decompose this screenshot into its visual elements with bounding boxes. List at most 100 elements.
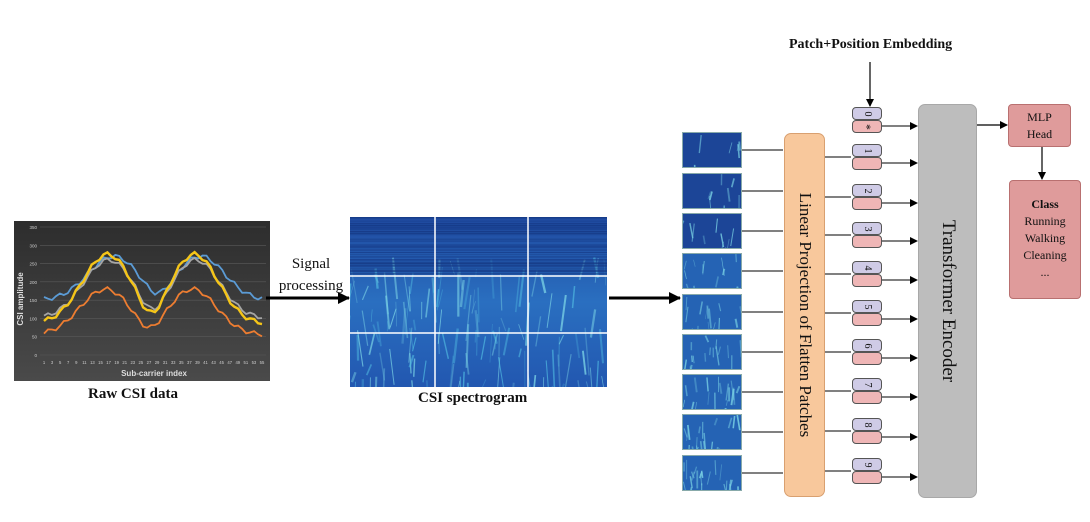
x-tick-label: 55 <box>260 360 265 365</box>
head-line: Head <box>1026 127 1053 141</box>
processing-line: processing <box>278 278 344 294</box>
class-token: * <box>852 120 882 133</box>
position-embedding-token: 8 <box>852 418 882 431</box>
position-index-label: 5 <box>862 304 873 309</box>
linear-projection-label: Linear Projection of Flatten Patches <box>795 192 815 438</box>
position-embedding-token: 9 <box>852 458 882 471</box>
patch-embedding-token <box>852 157 882 170</box>
spectrogram-patch <box>682 294 744 343</box>
x-tick-label: 53 <box>252 360 257 365</box>
y-axis-label: CSI amplitude <box>16 272 25 326</box>
position-index-label: 7 <box>862 382 873 387</box>
spectrogram-patch <box>682 455 742 506</box>
chart-grid <box>40 226 266 356</box>
y-tick-label: 150 <box>29 298 37 303</box>
signal-processing-label: Signal processing <box>266 253 356 297</box>
class-item: Running <box>1024 214 1066 228</box>
csi-waveform-line <box>43 285 263 338</box>
patch-embedding-token <box>852 235 882 248</box>
patch-embedding-token <box>852 274 882 287</box>
csi-spectrogram <box>350 217 607 387</box>
position-embedding-token: 6 <box>852 339 882 352</box>
linear-projection-box: Linear Projection of Flatten Patches <box>784 133 825 497</box>
x-axis-label: Sub-carrier index <box>121 369 187 378</box>
patch-embedding-token <box>852 391 882 404</box>
position-index-label: 2 <box>862 188 873 193</box>
x-tick-label: 43 <box>211 360 216 365</box>
position-embedding-token: 0 <box>852 107 882 120</box>
y-tick-label: 350 <box>29 225 37 230</box>
x-tick-label: 35 <box>179 360 184 365</box>
position-index-label: 4 <box>862 265 873 270</box>
chart-series <box>43 250 263 338</box>
embedding-label: Patch+Position Embedding <box>789 37 953 52</box>
patch-embedding-token <box>852 352 882 365</box>
position-embedding-token: 1 <box>852 144 882 157</box>
x-tick-label: 47 <box>227 360 232 365</box>
x-tick-label: 11 <box>82 360 87 365</box>
row-connectors <box>742 122 918 481</box>
x-tick-label: 39 <box>195 360 200 365</box>
y-tick-label: 250 <box>29 262 37 267</box>
raw-csi-caption: Raw CSI data <box>88 386 179 402</box>
x-tick-label: 3 <box>51 360 54 365</box>
spectrogram-patch <box>682 173 742 215</box>
position-embedding-token: 5 <box>852 300 882 313</box>
class-box: Class Running Walking Cleaning ... <box>1009 180 1081 299</box>
patch-embedding-token <box>852 471 882 484</box>
position-embedding-token: 3 <box>852 222 882 235</box>
mlp-line: MLP <box>1027 110 1052 124</box>
x-tick-label: 25 <box>139 360 144 365</box>
position-embedding-token: 2 <box>852 184 882 197</box>
y-tick-label: 100 <box>29 316 37 321</box>
x-tick-label: 13 <box>90 360 95 365</box>
x-tick-label: 21 <box>122 360 127 365</box>
mlp-head-box: MLP Head <box>1008 104 1071 147</box>
x-tick-label: 49 <box>235 360 240 365</box>
y-tick-label: 300 <box>29 243 37 248</box>
position-embedding-token: 7 <box>852 378 882 391</box>
x-tick-label: 23 <box>130 360 135 365</box>
transformer-encoder-label: Transformer Encoder <box>937 219 959 383</box>
patch-embedding-token <box>852 197 882 210</box>
spectrogram-patch <box>682 132 742 182</box>
position-index-label: 1 <box>862 148 873 153</box>
x-tick-label: 17 <box>106 360 111 365</box>
spectrogram-patch <box>679 213 742 263</box>
patch-embedding-token <box>852 313 882 326</box>
spectrogram-patch <box>682 253 742 304</box>
patch-embedding-token <box>852 431 882 444</box>
position-index-label: 6 <box>862 343 873 348</box>
spectrogram-caption: CSI spectrogram <box>418 390 528 406</box>
x-tick-label: 1 <box>43 360 46 365</box>
class-title: Class <box>1031 197 1059 211</box>
x-tick-label: 15 <box>98 360 103 365</box>
position-index-label: 8 <box>862 422 873 427</box>
position-index-label: 9 <box>862 462 873 467</box>
spectrogram-patch <box>682 374 742 417</box>
y-tick-label: 200 <box>29 280 37 285</box>
class-item: ... <box>1040 265 1050 279</box>
class-item: Walking <box>1024 231 1066 245</box>
signal-line: Signal <box>291 256 331 272</box>
class-item: Cleaning <box>1023 248 1067 262</box>
y-tick-label: 50 <box>32 335 38 340</box>
class-token-symbol: * <box>860 123 874 130</box>
spectrogram-patch <box>682 414 742 466</box>
position-index-label: 3 <box>862 226 873 231</box>
x-tick-label: 9 <box>75 360 78 365</box>
x-tick-label: 29 <box>155 360 160 365</box>
position-index-label: 0 <box>862 111 873 116</box>
x-tick-label: 51 <box>244 360 249 365</box>
position-embedding-token: 4 <box>852 261 882 274</box>
spectrogram-patch <box>682 334 743 387</box>
x-tick-label: 45 <box>219 360 224 365</box>
transformer-encoder-box: Transformer Encoder <box>918 104 977 498</box>
x-tick-label: 19 <box>114 360 119 365</box>
x-tick-label: 31 <box>163 360 168 365</box>
csi-waveform-line <box>43 250 263 326</box>
